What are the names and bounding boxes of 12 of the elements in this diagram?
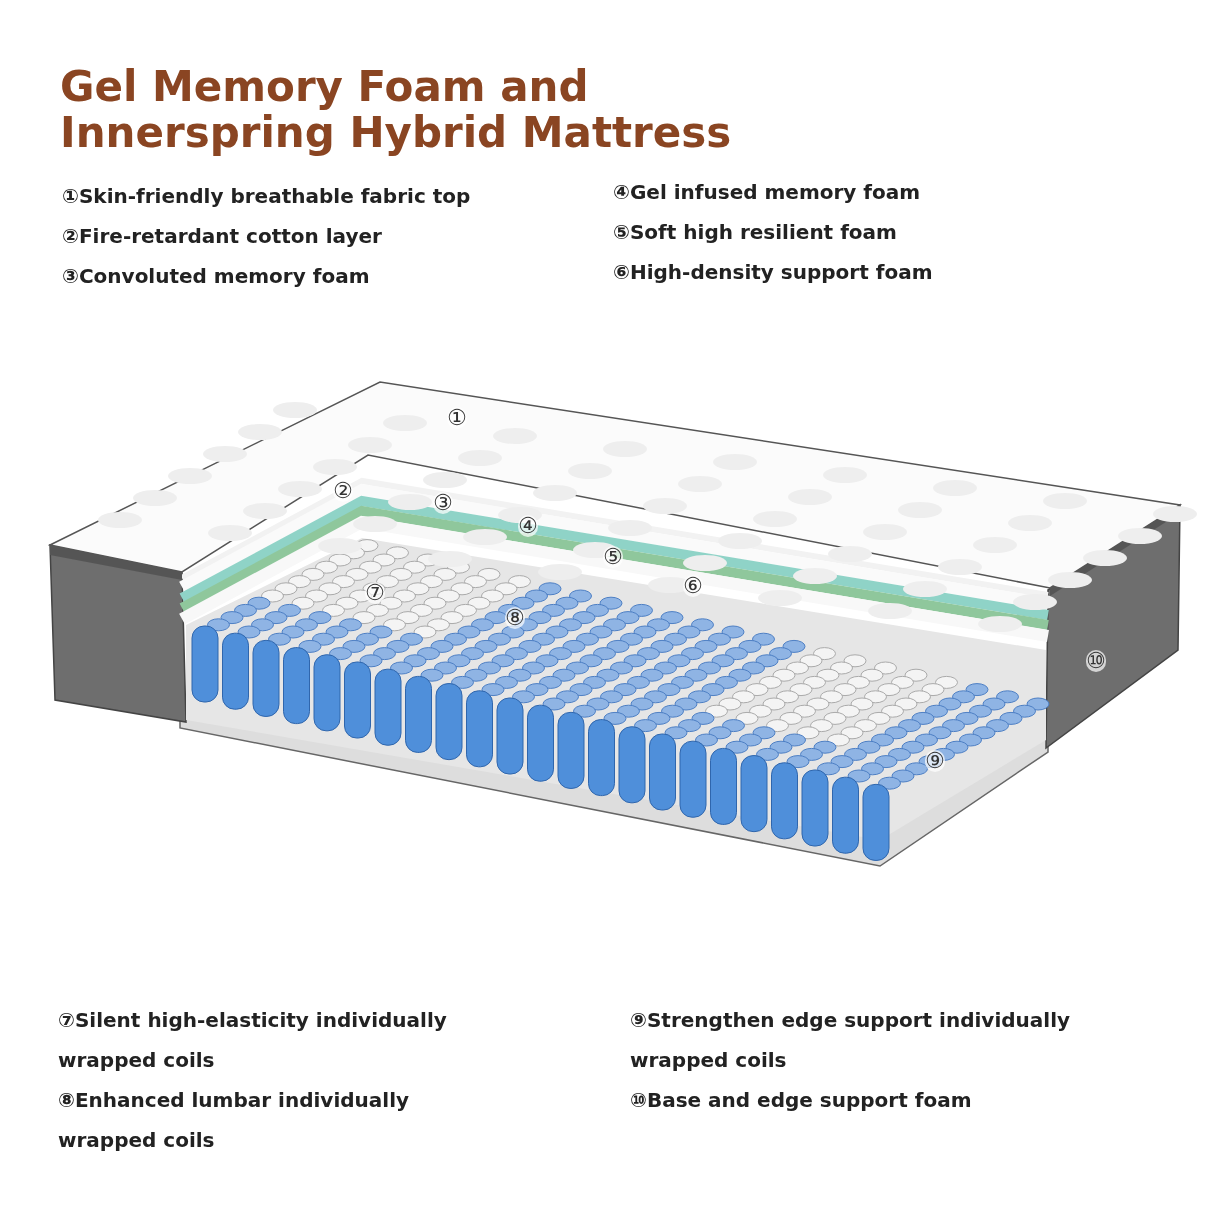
- layer-description: ⑥High-density support foam: [613, 259, 934, 286]
- layer-description: ①Skin-friendly breathable fabric top: [62, 183, 472, 210]
- layer-description: ④Gel infused memory foam: [613, 179, 922, 206]
- layer-description: ⑤Soft high resilient foam: [613, 219, 898, 246]
- layer-description: ⑧Enhanced lumbar individually wrapped coils: [58, 1087, 411, 1154]
- title: Gel Memory Foam and Innerspring Hybrid Mattress: [60, 64, 733, 156]
- layer-description: ②Fire-retardant cotton layer: [62, 223, 383, 250]
- layer-description: ⑦Silent high-elasticity individually wrapped coils: [58, 1007, 448, 1074]
- callout-number: ②: [333, 480, 353, 502]
- layer-description: ③Convoluted memory foam: [62, 263, 371, 290]
- layer-description: ⑩Base and edge support foam: [630, 1087, 973, 1114]
- layer-description: ⑨Strengthen edge support individually wrapped coils: [630, 1007, 1072, 1074]
